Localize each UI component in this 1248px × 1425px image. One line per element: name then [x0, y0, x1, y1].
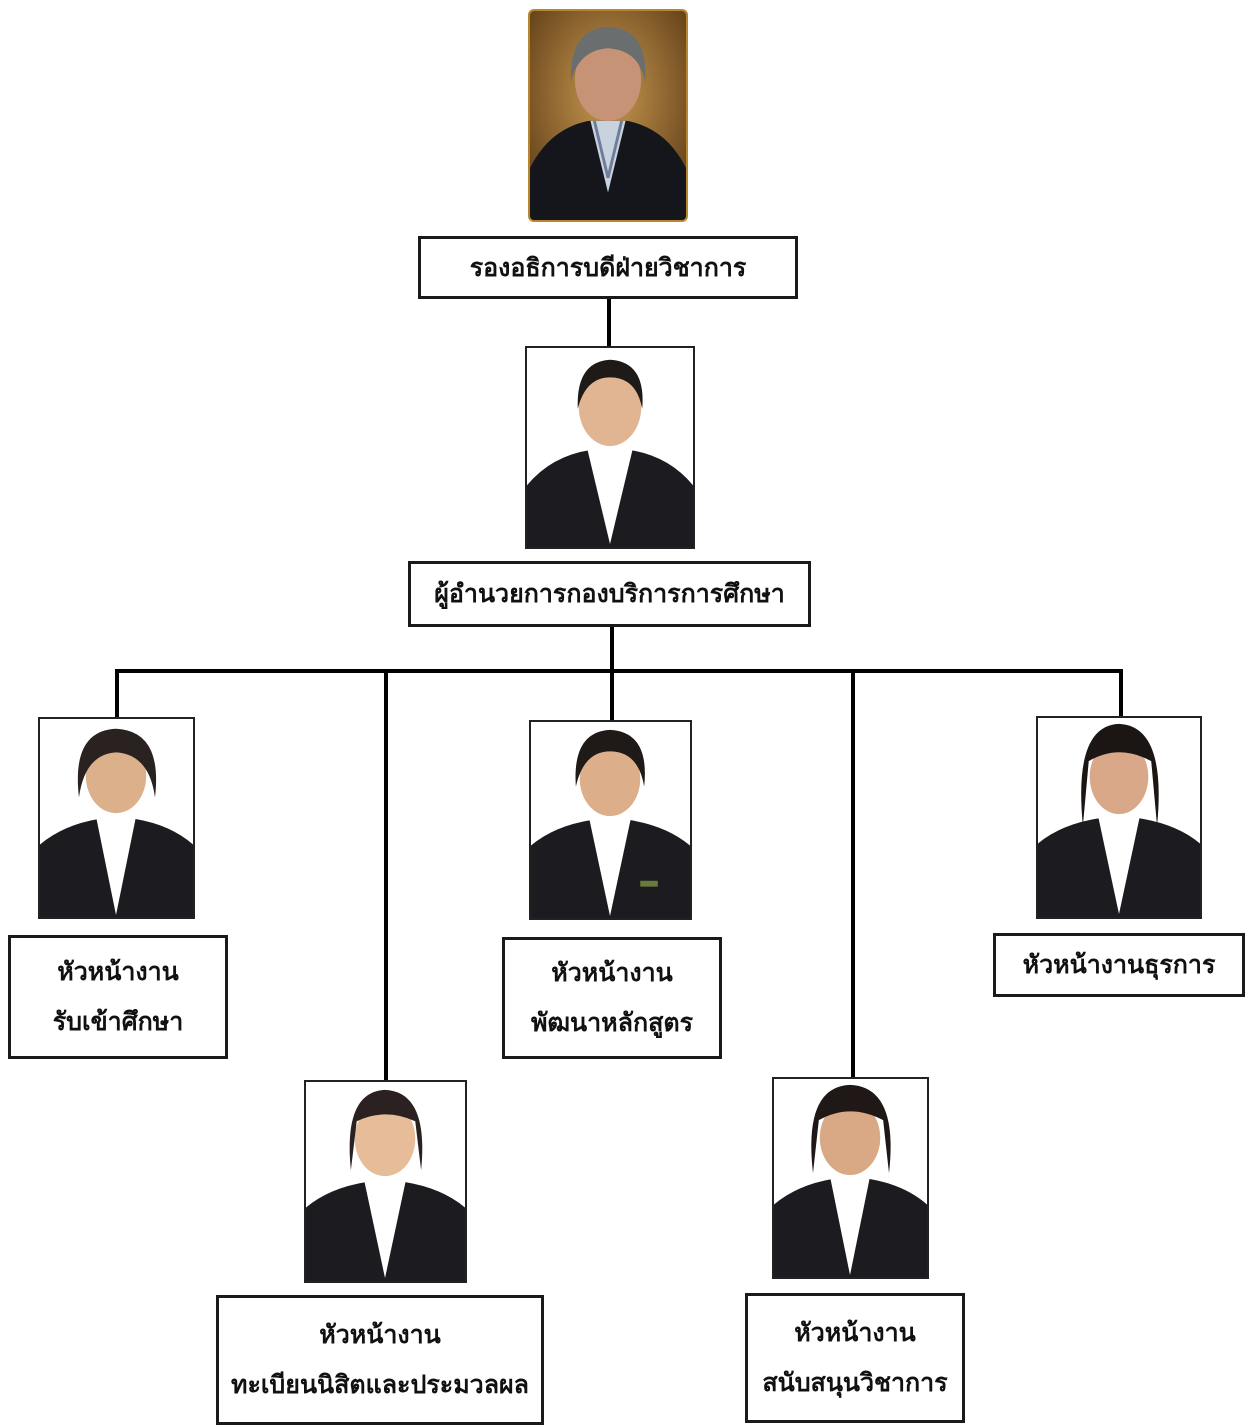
unit-1-title-box: หัวหน้างาน รับเข้าศึกษา [8, 935, 228, 1059]
unit-2-line-1: หัวหน้างาน [319, 1320, 441, 1349]
unit-3-portrait-photo [529, 720, 692, 920]
connector-unit-5 [1119, 669, 1123, 718]
connector-director-down [610, 626, 614, 672]
connector-unit-1 [115, 669, 119, 719]
unit-4-title-box: หัวหน้างาน สนับสนุนวิชาการ [745, 1293, 965, 1423]
unit-4-portrait-photo [772, 1077, 929, 1279]
connector-top-to-director [607, 298, 611, 348]
director-title: ผู้อำนวยการกองบริการการศึกษา [434, 579, 785, 608]
unit-2-line-2: ทะเบียนนิสิตและประมวลผล [230, 1370, 530, 1399]
unit-1-line-2: รับเข้าศึกษา [52, 1007, 184, 1036]
unit-4-line-2: สนับสนุนวิชาการ [762, 1368, 948, 1397]
connector-unit-4 [851, 669, 855, 1079]
unit-1-portrait-photo [38, 717, 195, 919]
connector-unit-3 [610, 669, 614, 722]
connector-horizontal-bus [115, 669, 1123, 673]
top-title-box: รองอธิการบดีฝ่ายวิชาการ [418, 236, 798, 299]
unit-4-line-1: หัวหน้างาน [794, 1318, 916, 1347]
connector-unit-2 [384, 669, 388, 1082]
unit-5-portrait-photo [1036, 716, 1202, 919]
unit-3-title-box: หัวหน้างาน พัฒนาหลักสูตร [502, 937, 722, 1059]
top-portrait-photo [528, 9, 688, 222]
unit-5-title-box: หัวหน้างานธุรการ [993, 933, 1245, 997]
top-title: รองอธิการบดีฝ่ายวิชาการ [469, 252, 747, 282]
director-title-box: ผู้อำนวยการกองบริการการศึกษา [408, 561, 811, 627]
unit-2-title-box: หัวหน้างาน ทะเบียนนิสิตและประมวลผล [216, 1295, 544, 1425]
unit-1-line-1: หัวหน้างาน [57, 957, 179, 986]
unit-3-line-2: พัฒนาหลักสูตร [530, 1008, 694, 1037]
unit-3-line-1: หัวหน้างาน [551, 958, 673, 987]
unit-5-line-1: หัวหน้างานธุรการ [1022, 950, 1216, 979]
director-portrait-photo [525, 346, 695, 549]
unit-2-portrait-photo [304, 1080, 467, 1283]
